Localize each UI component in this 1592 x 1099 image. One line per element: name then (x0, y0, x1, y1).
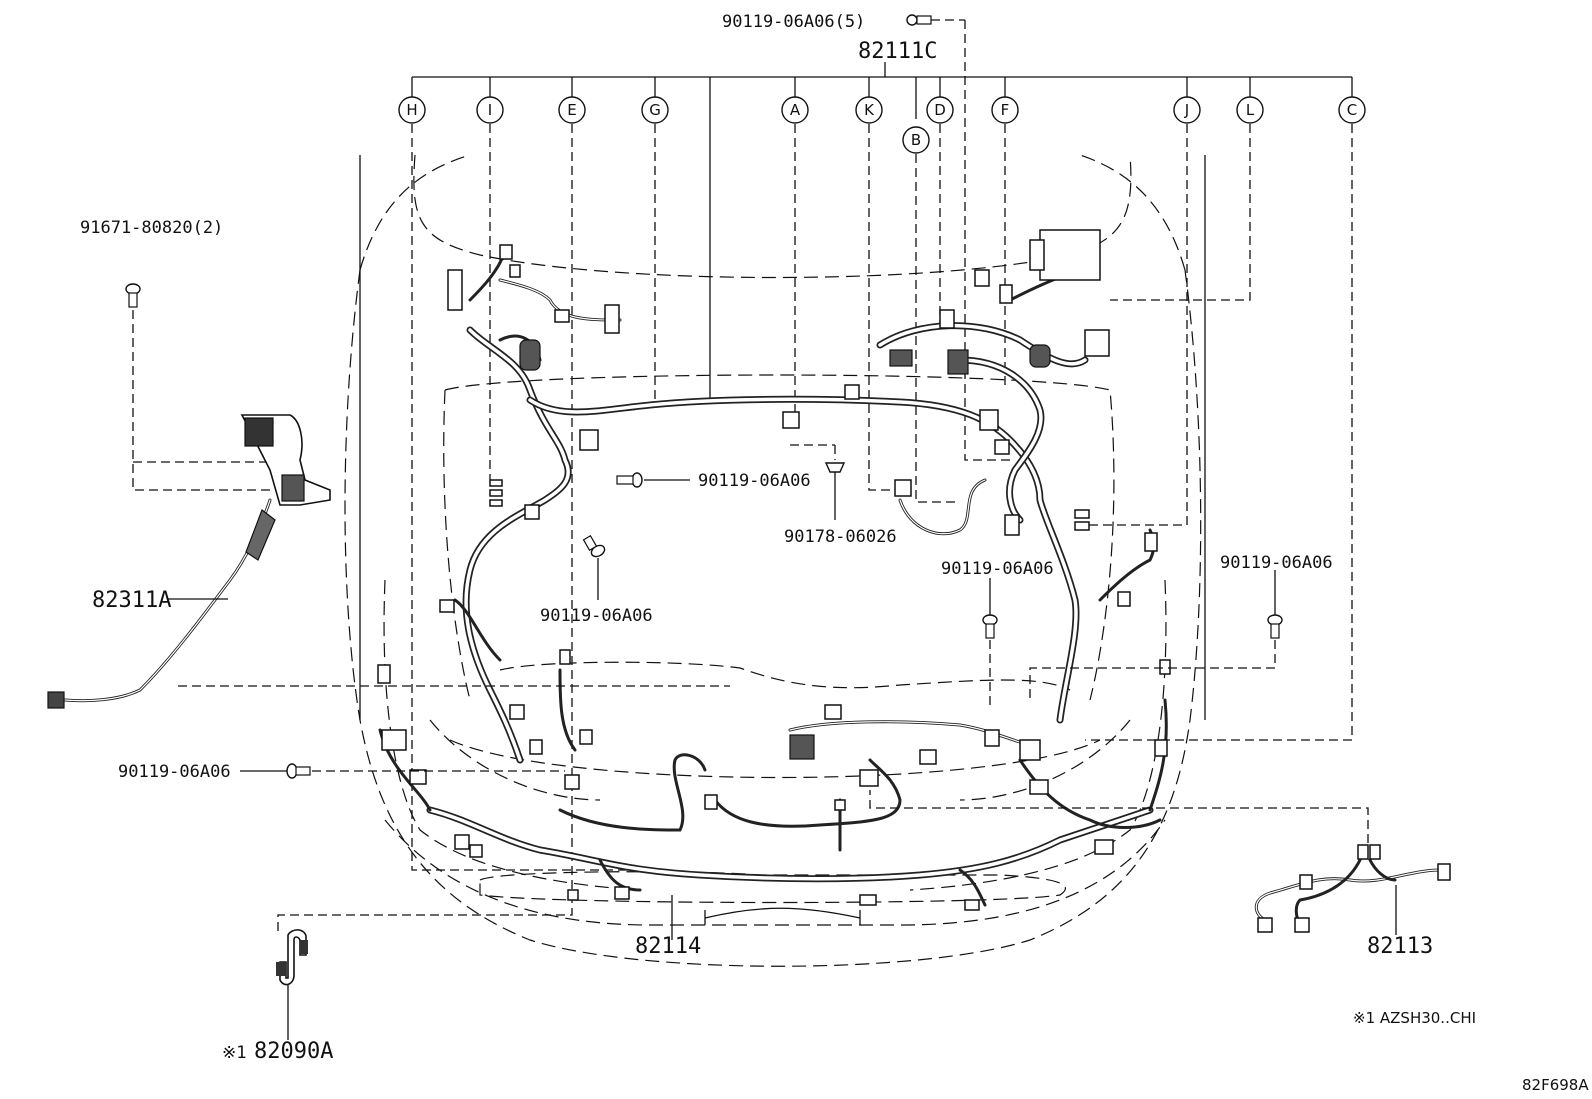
svg-text:F: F (1001, 101, 1010, 119)
label-bolt-center1: 90119-06A06 (698, 471, 811, 491)
label-harness-front: 82114 (635, 934, 701, 959)
svg-text:B: B (911, 131, 921, 149)
bolt-center2-icon (582, 534, 606, 600)
callout-leaders (277, 20, 1353, 935)
label-bolt-top: 90119-06A06(5) (722, 12, 865, 32)
svg-text:J: J (1184, 101, 1189, 119)
label-bolt-center3: 90119-06A06 (941, 559, 1054, 579)
figure-code: 82F698A (1522, 1076, 1589, 1094)
callout-l: L (1236, 96, 1264, 124)
label-clip-center: 90178-06026 (784, 527, 897, 547)
label-bolt-center2: 90119-06A06 (540, 606, 653, 626)
label-harness-main: 82111C (858, 39, 937, 64)
callout-h: H (398, 96, 426, 124)
sensor-wire-82311a (47, 414, 730, 709)
bolt-right-icon (1029, 570, 1283, 700)
harness-82113 (869, 790, 1451, 935)
callout-bus (411, 62, 1353, 400)
callout-g: G (641, 96, 669, 124)
svg-text:L: L (1246, 101, 1255, 119)
svg-text:I: I (488, 101, 492, 119)
clip-center-icon (824, 462, 846, 520)
front-harness-connectors (377, 649, 1171, 911)
bolt-center1-icon (616, 472, 690, 488)
svg-text:H: H (406, 101, 417, 119)
svg-text:D: D (934, 101, 946, 119)
svg-text:K: K (864, 101, 875, 119)
callout-b: B (902, 126, 930, 154)
callouts: H I E G A K B D F J L C (398, 96, 1366, 154)
bracket-82090a (276, 929, 308, 1040)
bolt-center3-icon (982, 578, 998, 710)
bolts (125, 14, 1283, 779)
car-body-outline (344, 154, 1206, 967)
svg-text:C: C (1347, 101, 1357, 119)
label-bolt-left: 90119-06A06 (118, 762, 231, 782)
svg-text:E: E (567, 101, 576, 119)
callout-f: F (991, 96, 1019, 124)
callout-j: J (1173, 96, 1201, 124)
label-harness-right: 82113 (1367, 934, 1433, 959)
callout-e: E (558, 96, 586, 124)
callout-i: I (476, 96, 504, 124)
note-applicability: ※1 AZSH30..CHI (1353, 1009, 1476, 1027)
label-bracket: 82090A (254, 1039, 333, 1064)
callout-d: D (926, 96, 954, 124)
bolt-left-top-icon (125, 283, 290, 491)
svg-text:A: A (790, 101, 801, 119)
label-bolt-left-top: 91671-80820(2) (80, 218, 223, 238)
callout-a: A (781, 96, 809, 124)
labels: 90119-06A06(5) 82111C 91671-80820(2) 901… (80, 12, 1589, 1094)
svg-text:G: G (649, 101, 661, 119)
label-bolt-right: 90119-06A06 (1220, 553, 1333, 573)
bolt-top-icon (906, 14, 965, 26)
main-harness-connectors (439, 229, 1158, 613)
bolt-left-icon (240, 763, 565, 779)
label-bracket-mark: ※1 (222, 1043, 246, 1063)
label-sensor-wire: 82311A (92, 588, 171, 613)
callout-k: K (855, 96, 883, 124)
callout-c: C (1338, 96, 1366, 124)
